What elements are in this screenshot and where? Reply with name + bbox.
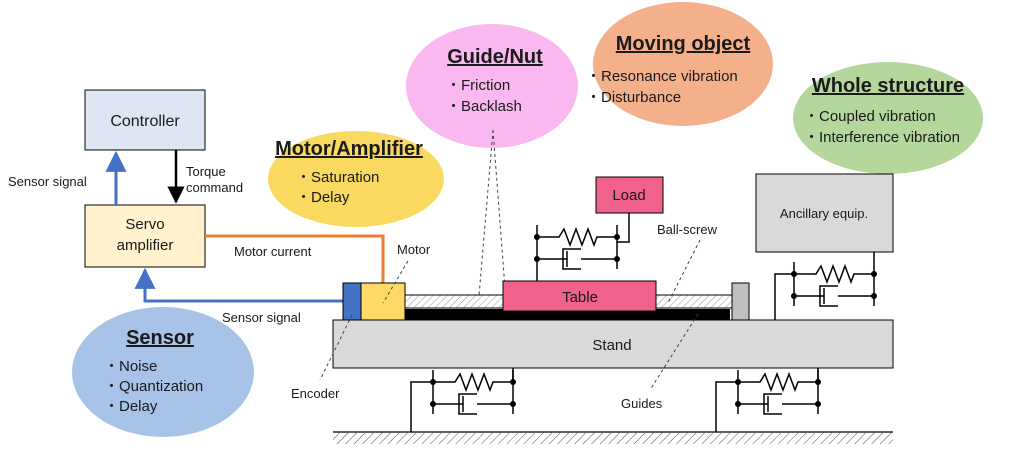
sensor-item-3: ・Delay xyxy=(104,398,158,415)
table-label: Table xyxy=(562,289,598,306)
ancillary-equipment-block xyxy=(755,173,894,253)
motor-amplifier-item-1: ・Saturation xyxy=(296,169,379,186)
ball-screw-pointer xyxy=(667,239,701,304)
motor-current-label: Motor current xyxy=(234,244,312,259)
sensor-bubble: Sensor ・Noise ・Quantization ・Delay xyxy=(72,307,254,437)
motor-amplifier-ellipse xyxy=(268,131,444,227)
sensor-ellipse xyxy=(72,307,254,437)
controller-label: Controller xyxy=(110,113,180,130)
guide-nut-item-2: ・Backlash xyxy=(446,98,522,115)
ground-hatch xyxy=(333,432,893,444)
foundation-left-foot xyxy=(410,381,433,432)
whole-structure-bubble: Whole structure ・Coupled vibration ・Inte… xyxy=(793,62,983,174)
moving-object-item-1: ・Resonance vibration xyxy=(586,68,738,85)
motor-pointer xyxy=(382,260,409,304)
guide-nut-ellipse xyxy=(406,24,578,148)
ball-screw-label: Ball-screw xyxy=(657,222,718,237)
load-spring-damper xyxy=(533,224,621,270)
foundation-spring-damper-left xyxy=(429,369,517,415)
load-link xyxy=(617,213,630,243)
ancillary-spring-damper xyxy=(790,261,878,307)
encoder-label: Encoder xyxy=(291,386,340,401)
torque-label-line2: command xyxy=(186,180,243,195)
guide-nut-title: Guide/Nut xyxy=(447,46,543,68)
whole-structure-item-1: ・Coupled vibration xyxy=(804,108,936,125)
whole-structure-ellipse xyxy=(793,62,983,174)
foundation-spring-damper-right xyxy=(734,369,822,415)
motor-current-line xyxy=(205,234,385,283)
moving-object-item-2: ・Disturbance xyxy=(586,89,681,106)
guides-label: Guides xyxy=(621,396,663,411)
sensor-item-1: ・Noise xyxy=(104,358,157,375)
motor-amplifier-title: Motor/Amplifier xyxy=(275,138,423,160)
torque-label-line1: Torque xyxy=(186,164,226,179)
sensor-signal-bottom-label: Sensor signal xyxy=(222,310,301,325)
motor xyxy=(360,282,406,321)
guides-pointer xyxy=(649,313,699,391)
motor-label: Motor xyxy=(397,242,431,257)
sensor-title: Sensor xyxy=(126,327,194,349)
guide-nut-pointer-1 xyxy=(478,129,494,297)
motor-amplifier-item-2: ・Delay xyxy=(296,189,350,206)
ancillary-damper-foot xyxy=(774,273,794,320)
whole-structure-title: Whole structure xyxy=(812,75,964,97)
load-block xyxy=(595,176,664,214)
encoder xyxy=(342,282,362,321)
controller-block xyxy=(84,89,206,151)
moving-object-ellipse xyxy=(593,2,773,126)
moving-object-bubble: Moving object ・Resonance vibration ・Dist… xyxy=(586,2,773,126)
servo-amplifier-label-line1: Servo xyxy=(125,216,164,233)
motor-amplifier-bubble: Motor/Amplifier ・Saturation ・Delay xyxy=(268,131,444,227)
guide-nut-bubble: Guide/Nut ・Friction ・Backlash xyxy=(406,24,578,148)
load-label: Load xyxy=(612,187,645,204)
sensor-item-2: ・Quantization xyxy=(104,378,203,395)
moving-object-title: Moving object xyxy=(616,33,751,55)
guide-nut-item-1: ・Friction xyxy=(446,77,510,94)
table xyxy=(502,280,657,312)
ancillary-equipment-label: Ancillary equip. xyxy=(780,206,868,221)
stand xyxy=(332,319,894,369)
sensor-signal-top-label: Sensor signal xyxy=(8,174,87,189)
servo-amplifier-block xyxy=(84,204,206,268)
guide-nut-pointer-2 xyxy=(492,129,506,289)
whole-structure-item-2: ・Interference vibration xyxy=(804,129,960,146)
guide-rail xyxy=(405,309,730,320)
screw-end-support xyxy=(731,282,750,321)
encoder-pointer xyxy=(319,314,353,381)
stand-label: Stand xyxy=(592,337,631,354)
sensor-signal-return-line xyxy=(134,267,344,303)
foundation-right-foot xyxy=(715,381,738,432)
servo-amplifier-label-line2: amplifier xyxy=(117,237,174,254)
